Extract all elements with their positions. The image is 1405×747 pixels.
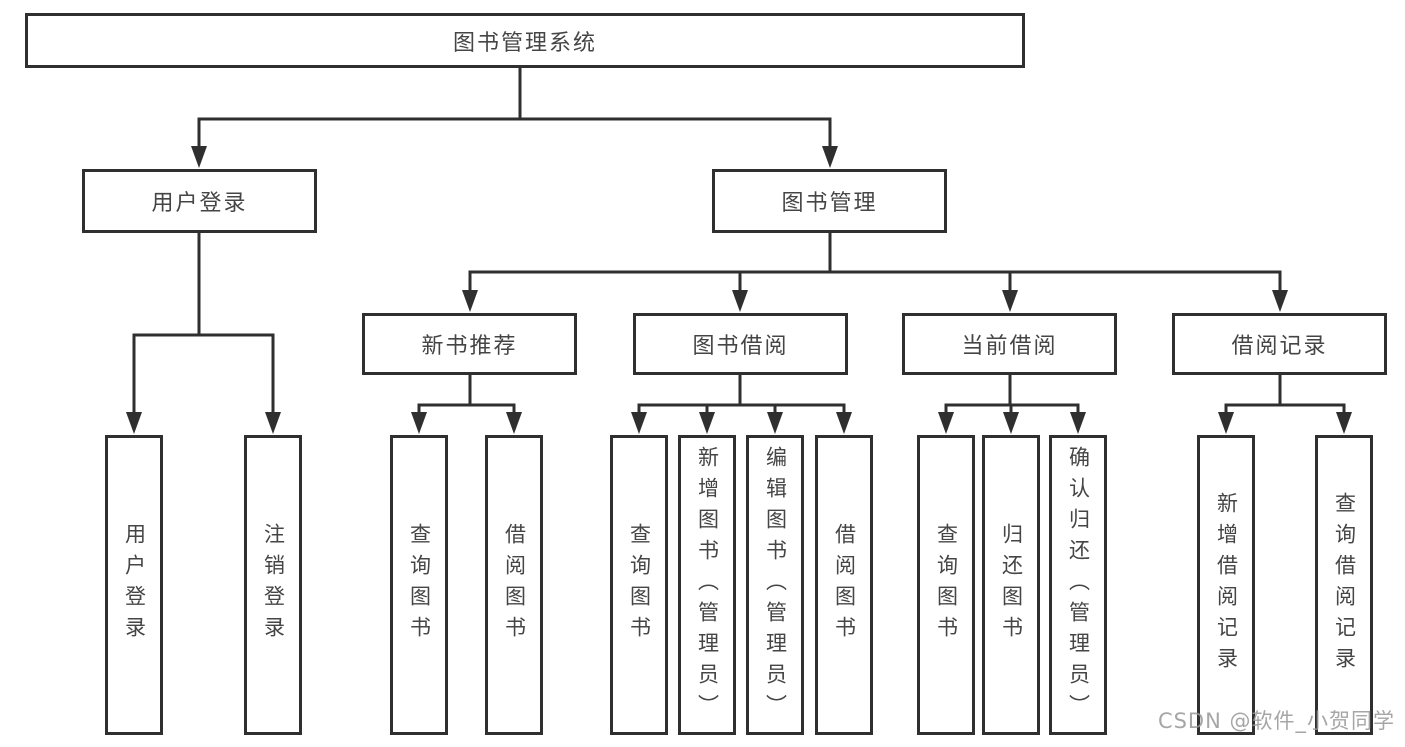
down-arrow-icon: [938, 412, 954, 434]
node-user-login-label: 用户登录: [151, 191, 248, 216]
leaf-borrow-borrow-books: 借阅图书: [815, 435, 873, 735]
node-current-borrowing: 当前借阅: [902, 313, 1117, 375]
down-arrow-icon: [631, 412, 647, 434]
down-arrow-icon: [265, 412, 281, 434]
leaf-borrow-edit-books-admin-label: 编辑图书（管理员）: [763, 445, 788, 725]
leaf-records-add-record: 新增借阅记录: [1197, 435, 1255, 735]
leaf-current-return-books-label: 归还图书: [999, 523, 1024, 647]
node-user-login: 用户登录: [82, 169, 317, 233]
leaf-records-query-record: 查询借阅记录: [1315, 435, 1373, 735]
leaf-user-login: 用户登录: [105, 435, 163, 735]
leaf-borrow-add-books-admin: 新增图书（管理员）: [678, 435, 736, 735]
down-arrow-icon: [732, 290, 748, 312]
leaf-borrow-add-books-admin-label: 新增图书（管理员）: [695, 445, 720, 725]
leaf-current-query-books-label: 查询图书: [934, 523, 959, 647]
leaf-newrec-borrow-books-label: 借阅图书: [502, 523, 527, 647]
node-book-management-label: 图书管理: [781, 191, 878, 216]
leaf-user-login-label: 用户登录: [122, 523, 147, 647]
down-arrow-icon: [1003, 412, 1019, 434]
node-new-book-recommend-label: 新书推荐: [421, 334, 518, 359]
down-arrow-icon: [836, 412, 852, 434]
node-borrowing-records-label: 借阅记录: [1231, 334, 1328, 359]
node-current-borrowing-label: 当前借阅: [961, 334, 1058, 359]
node-borrowing-records: 借阅记录: [1172, 313, 1387, 375]
down-arrow-icon: [411, 412, 427, 434]
leaf-logout-label: 注销登录: [261, 523, 286, 647]
down-arrow-icon: [191, 146, 207, 168]
down-arrow-icon: [126, 412, 142, 434]
node-library-system-label: 图书管理系统: [452, 30, 597, 56]
leaf-borrow-query-books: 查询图书: [610, 435, 668, 735]
leaf-current-confirm-return-admin: 确认归还（管理员）: [1049, 435, 1107, 735]
leaf-newrec-query-books: 查询图书: [390, 435, 448, 735]
down-arrow-icon: [767, 412, 783, 434]
leaf-current-return-books: 归还图书: [982, 435, 1040, 735]
leaf-logout: 注销登录: [244, 435, 302, 735]
node-book-borrowing: 图书借阅: [633, 313, 848, 375]
down-arrow-icon: [1002, 290, 1018, 312]
leaf-records-add-record-label: 新增借阅记录: [1214, 492, 1239, 678]
arrowheads: [126, 146, 1352, 434]
leaf-borrow-edit-books-admin: 编辑图书（管理员）: [746, 435, 804, 735]
leaf-current-confirm-return-admin-label: 确认归还（管理员）: [1066, 445, 1091, 725]
down-arrow-icon: [506, 412, 522, 434]
down-arrow-icon: [1070, 412, 1086, 434]
down-arrow-icon: [699, 412, 715, 434]
leaf-borrow-query-books-label: 查询图书: [627, 523, 652, 647]
node-book-borrowing-label: 图书借阅: [692, 334, 789, 359]
leaf-records-query-record-label: 查询借阅记录: [1332, 492, 1357, 678]
node-book-management: 图书管理: [712, 169, 947, 233]
leaf-newrec-borrow-books: 借阅图书: [485, 435, 543, 735]
leaf-newrec-query-books-label: 查询图书: [407, 523, 432, 647]
down-arrow-icon: [1272, 290, 1288, 312]
down-arrow-icon: [822, 146, 838, 168]
leaf-current-query-books: 查询图书: [917, 435, 975, 735]
down-arrow-icon: [1336, 412, 1352, 434]
node-library-system: 图书管理系统: [25, 13, 1025, 68]
leaf-borrow-borrow-books-label: 借阅图书: [832, 523, 857, 647]
csdn-watermark: CSDN @软件_小贺同学: [1157, 709, 1395, 733]
node-new-book-recommend: 新书推荐: [362, 313, 577, 375]
down-arrow-icon: [462, 290, 478, 312]
down-arrow-icon: [1218, 412, 1234, 434]
